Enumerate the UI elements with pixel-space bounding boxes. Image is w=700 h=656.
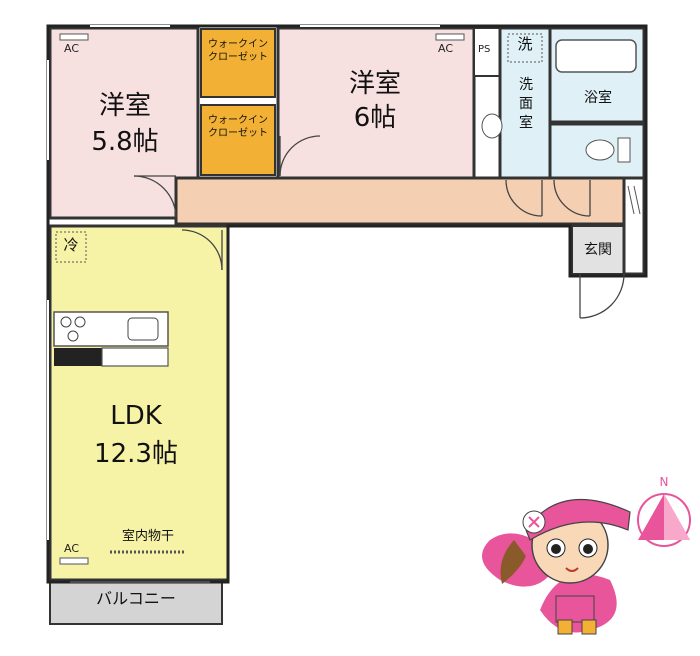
ldk-fill bbox=[48, 224, 230, 582]
bathtub bbox=[555, 39, 637, 73]
compass-north-label: N bbox=[659, 475, 669, 489]
toilet-bowl bbox=[585, 139, 615, 161]
western1-name: 洋室 bbox=[98, 91, 151, 121]
western2-name: 洋室 bbox=[348, 69, 401, 99]
walkin-closet-2: ウォークイン クローゼット bbox=[200, 104, 276, 176]
door-swing-washroom bbox=[505, 179, 543, 217]
washroom-label: 洗 面 室 bbox=[519, 77, 533, 131]
ac-label-western1: AC bbox=[64, 42, 80, 55]
entrance-area bbox=[622, 176, 646, 276]
western2-size: 6帖 bbox=[353, 103, 397, 133]
washer-space bbox=[507, 33, 543, 63]
mascot-illustration bbox=[482, 498, 631, 635]
balcony-fill bbox=[49, 579, 223, 625]
ldk-name: LDK bbox=[110, 401, 162, 431]
walkin-closet-1: ウォークイン クローゼット bbox=[200, 28, 276, 98]
balcony-label: バルコニー bbox=[96, 589, 176, 608]
western1-size: 5.8帖 bbox=[91, 127, 159, 157]
western-room-2-fill bbox=[276, 26, 476, 180]
western-room-1-fill bbox=[48, 26, 200, 220]
fridge-space bbox=[55, 231, 87, 263]
door-swing-toilet bbox=[553, 179, 591, 217]
ps-label: PS bbox=[478, 44, 491, 55]
door-swing-western2 bbox=[279, 135, 321, 177]
ac-label-ldk: AC bbox=[64, 542, 80, 555]
fridge-label: 冷 bbox=[63, 236, 79, 254]
hallway-fill bbox=[174, 176, 646, 226]
washer-label: 洗 bbox=[517, 35, 533, 53]
bathroom-label: 浴室 bbox=[584, 90, 612, 106]
door-swing-ldk bbox=[181, 229, 223, 271]
entrance-label: 玄関 bbox=[584, 242, 612, 258]
washbasin bbox=[481, 113, 503, 139]
door-swing-western1 bbox=[133, 175, 177, 219]
ac-label-western2: AC bbox=[438, 42, 454, 55]
ldk-size: 12.3帖 bbox=[94, 439, 178, 469]
indoor-dry-label: 室内物干 bbox=[121, 529, 174, 544]
entrance-fill bbox=[571, 225, 625, 275]
compass-icon bbox=[637, 493, 691, 547]
door-swing-entrance bbox=[579, 273, 625, 319]
